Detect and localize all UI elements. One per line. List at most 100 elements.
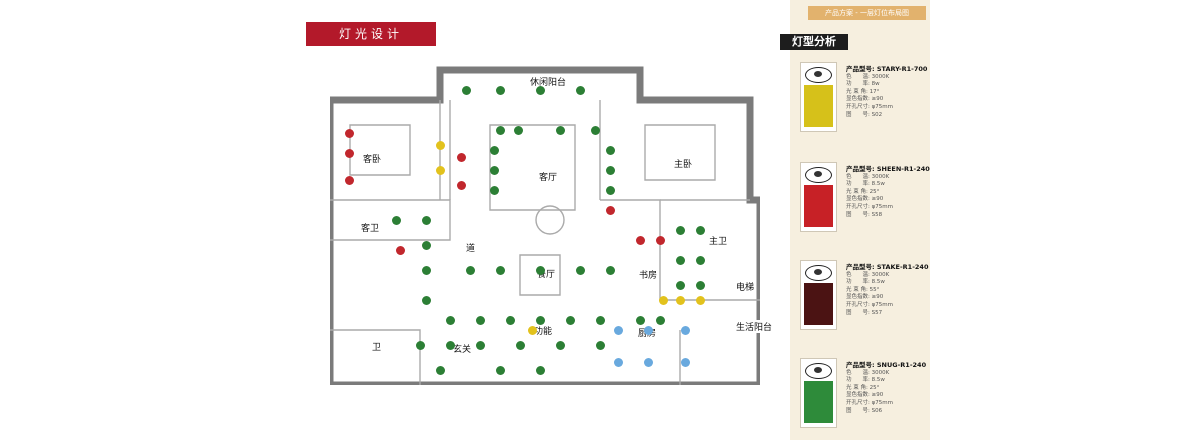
fixture-icon	[805, 167, 832, 183]
green-light-fixture	[392, 216, 401, 225]
green-light-fixture	[476, 341, 485, 350]
blue-light-fixture	[681, 358, 690, 367]
fixture-icon	[805, 265, 832, 281]
fixture-icon	[805, 67, 832, 83]
green-light-fixture	[506, 316, 515, 325]
red-light-fixture	[457, 181, 466, 190]
blue-light-fixture	[614, 326, 623, 335]
color-swatch	[804, 85, 833, 127]
blue-light-fixture	[614, 358, 623, 367]
green-light-fixture	[676, 256, 685, 265]
color-swatch	[804, 283, 833, 325]
green-light-fixture	[422, 296, 431, 305]
green-light-fixture	[636, 316, 645, 325]
room-guest-bedroom: 客卧	[362, 152, 383, 165]
green-light-fixture	[496, 126, 505, 135]
red-light-fixture	[636, 236, 645, 245]
green-light-fixture	[416, 341, 425, 350]
green-light-fixture	[466, 266, 475, 275]
green-light-fixture	[514, 126, 523, 135]
blue-light-fixture	[644, 326, 653, 335]
green-light-fixture	[446, 316, 455, 325]
green-light-fixture	[696, 226, 705, 235]
green-light-fixture	[696, 256, 705, 265]
green-light-fixture	[606, 146, 615, 155]
room-guest-bath: 客卫	[360, 221, 381, 234]
red-light-fixture	[345, 149, 354, 158]
room-entry: 玄关	[452, 342, 473, 355]
green-light-fixture	[496, 86, 505, 95]
color-swatch	[804, 381, 833, 423]
red-light-fixture	[656, 236, 665, 245]
green-light-fixture	[596, 341, 605, 350]
room-hall: 道	[465, 241, 477, 254]
room-bath: 卫	[371, 340, 383, 353]
blue-light-fixture	[681, 326, 690, 335]
green-light-fixture	[696, 281, 705, 290]
fixture-icon	[805, 363, 832, 379]
green-light-fixture	[566, 316, 575, 325]
red-light-fixture	[396, 246, 405, 255]
yellow-light-fixture	[659, 296, 668, 305]
green-light-fixture	[422, 241, 431, 250]
yellow-light-fixture	[696, 296, 705, 305]
room-laundry: 生活阳台	[735, 320, 774, 333]
green-light-fixture	[496, 366, 505, 375]
green-light-fixture	[576, 86, 585, 95]
green-light-fixture	[436, 366, 445, 375]
color-swatch	[804, 185, 833, 227]
red-light-fixture	[345, 129, 354, 138]
room-function: 功能	[533, 324, 554, 337]
green-light-fixture	[516, 341, 525, 350]
blue-light-fixture	[644, 358, 653, 367]
green-light-fixture	[422, 266, 431, 275]
yellow-light-fixture	[676, 296, 685, 305]
room-master: 主卧	[673, 157, 694, 170]
yellow-light-fixture	[528, 326, 537, 335]
section-title: 灯光设计	[306, 22, 436, 46]
room-lift: 电梯	[735, 280, 756, 293]
green-light-fixture	[676, 226, 685, 235]
green-light-fixture	[536, 266, 545, 275]
green-light-fixture	[422, 216, 431, 225]
red-light-fixture	[345, 176, 354, 185]
fixture-card-4	[800, 358, 837, 428]
green-light-fixture	[496, 266, 505, 275]
green-light-fixture	[476, 316, 485, 325]
green-light-fixture	[536, 86, 545, 95]
green-light-fixture	[490, 166, 499, 175]
green-light-fixture	[596, 316, 605, 325]
green-light-fixture	[536, 366, 545, 375]
green-light-fixture	[576, 266, 585, 275]
green-light-fixture	[490, 146, 499, 155]
fixture-card-1	[800, 62, 837, 132]
green-light-fixture	[556, 341, 565, 350]
green-light-fixture	[676, 281, 685, 290]
green-light-fixture	[606, 166, 615, 175]
fixture-card-3	[800, 260, 837, 330]
analysis-title: 灯型分析	[780, 34, 848, 50]
room-balcony: 休闲阳台	[529, 75, 568, 88]
green-light-fixture	[656, 316, 665, 325]
green-light-fixture	[556, 126, 565, 135]
red-light-fixture	[457, 153, 466, 162]
floor-plan	[330, 66, 760, 385]
green-light-fixture	[606, 186, 615, 195]
green-light-fixture	[606, 266, 615, 275]
fixture-card-2	[800, 162, 837, 232]
green-light-fixture	[490, 186, 499, 195]
yellow-light-fixture	[436, 141, 445, 150]
green-light-fixture	[462, 86, 471, 95]
room-study: 书房	[638, 268, 659, 281]
room-living: 客厅	[538, 170, 559, 183]
green-light-fixture	[591, 126, 600, 135]
yellow-light-fixture	[436, 166, 445, 175]
top-tag: 产品方案 - 一层灯位布局图	[808, 6, 926, 20]
green-light-fixture	[446, 341, 455, 350]
room-master-bath: 主卫	[708, 234, 729, 247]
